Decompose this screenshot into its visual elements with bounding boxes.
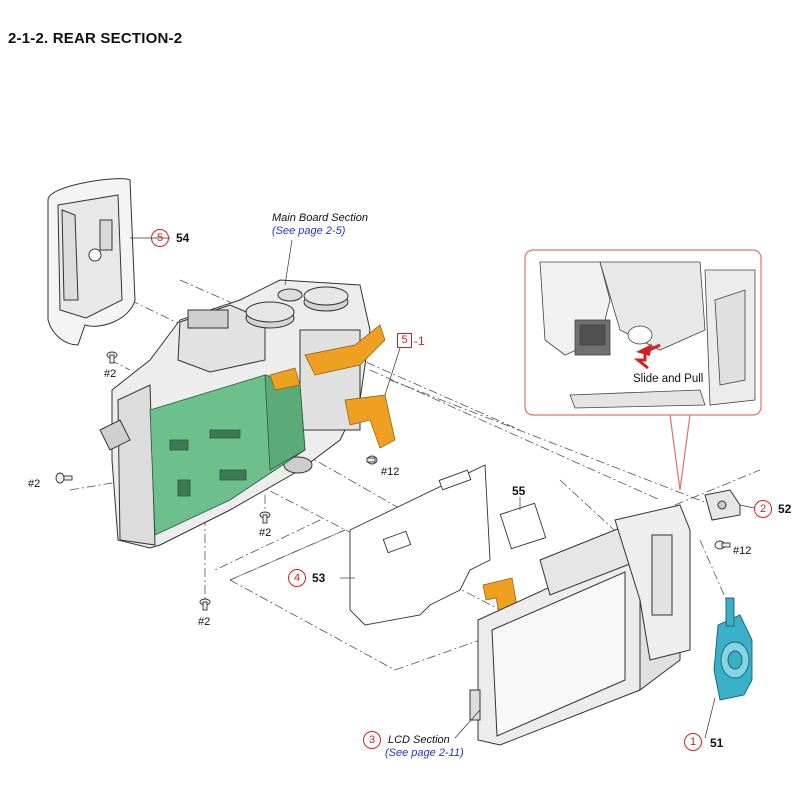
screw-left — [55, 472, 73, 484]
part-number-54: 54 — [176, 231, 190, 245]
callout-5: 5 — [151, 229, 169, 247]
main-board-section-title: Main Board Section — [272, 212, 368, 224]
callout-4: 4 — [288, 569, 306, 587]
sheet-part-55 — [499, 502, 547, 550]
screw-bottom-middle — [259, 511, 271, 524]
leader-lines — [130, 237, 755, 739]
screw-right — [714, 540, 731, 550]
flex-callout-suffix: -1 — [414, 334, 425, 348]
screw-label-right: #12 — [733, 545, 752, 557]
rear-frame-part — [614, 504, 691, 661]
screw-label-bottom-middle: #2 — [259, 527, 272, 539]
callout-2: 2 — [754, 500, 772, 518]
screw-label-top-left: #2 — [104, 368, 117, 380]
part-number-52: 52 — [778, 502, 792, 516]
inset-detail — [524, 249, 762, 491]
screw-label-left: #2 — [28, 478, 41, 490]
part-number-53: 53 — [312, 571, 326, 585]
flex-callout-box: 5 — [397, 333, 412, 348]
lcd-section-title: LCD Section — [388, 734, 450, 746]
rear-cover-part — [47, 178, 136, 346]
main-board-page-link[interactable]: (See page 2-5) — [272, 225, 346, 237]
screw-middle — [366, 455, 378, 465]
part-number-51: 51 — [710, 736, 724, 750]
screw-label-bottom: #2 — [198, 616, 211, 628]
screws — [55, 351, 731, 611]
part-number-55: 55 — [512, 484, 526, 498]
callout-3: 3 — [363, 731, 381, 749]
inset-instruction: Slide and Pull — [633, 373, 704, 385]
callout-1: 1 — [684, 733, 702, 751]
main-board — [149, 374, 306, 536]
screw-top-left — [106, 351, 118, 364]
control-dial-part-51 — [713, 597, 753, 701]
sheet-part-53 — [349, 464, 491, 626]
button-part-52 — [704, 489, 741, 521]
lcd-section-page-link[interactable]: (See page 2-11) — [385, 747, 464, 759]
screw-label-middle: #12 — [381, 466, 400, 478]
screw-bottom — [199, 598, 211, 611]
page-heading: 2-1-2. REAR SECTION-2 — [8, 30, 183, 47]
